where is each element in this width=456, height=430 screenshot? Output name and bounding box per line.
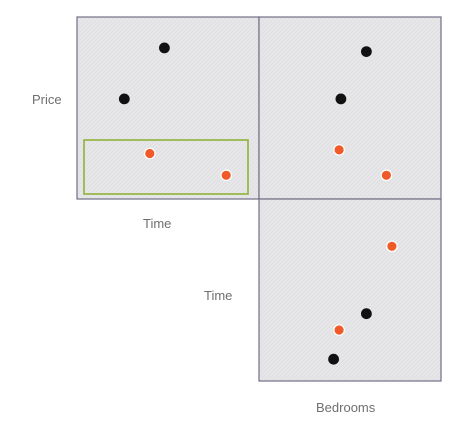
bedrooms-vs-time-point-3 [333, 324, 345, 336]
time-vs-price-point-4 [220, 169, 232, 182]
bedrooms-vs-time-point-1 [386, 240, 398, 253]
time-axis-label-left: Time [204, 288, 232, 303]
panel-bedrooms-price [258, 16, 442, 200]
bedrooms-vs-time-point-4 [328, 353, 339, 365]
time-axis-label-top: Time [143, 216, 171, 231]
price-axis-label: Price [32, 92, 62, 107]
bedrooms-vs-price-point-3 [333, 144, 345, 156]
highlighted-region [83, 139, 249, 195]
points-layer [118, 42, 398, 365]
bedrooms-vs-price-point-4 [380, 169, 393, 182]
bedrooms-vs-price-point-2 [335, 93, 347, 105]
time-vs-price-point-2 [118, 93, 130, 105]
panel-bedrooms-time [258, 198, 442, 382]
bedrooms-vs-time-point-2 [361, 308, 372, 320]
bedrooms-vs-price-point-1 [361, 46, 372, 57]
bedrooms-axis-label: Bedrooms [316, 400, 376, 415]
time-vs-price-point-3 [144, 147, 156, 160]
time-vs-price-point-1 [159, 42, 170, 54]
